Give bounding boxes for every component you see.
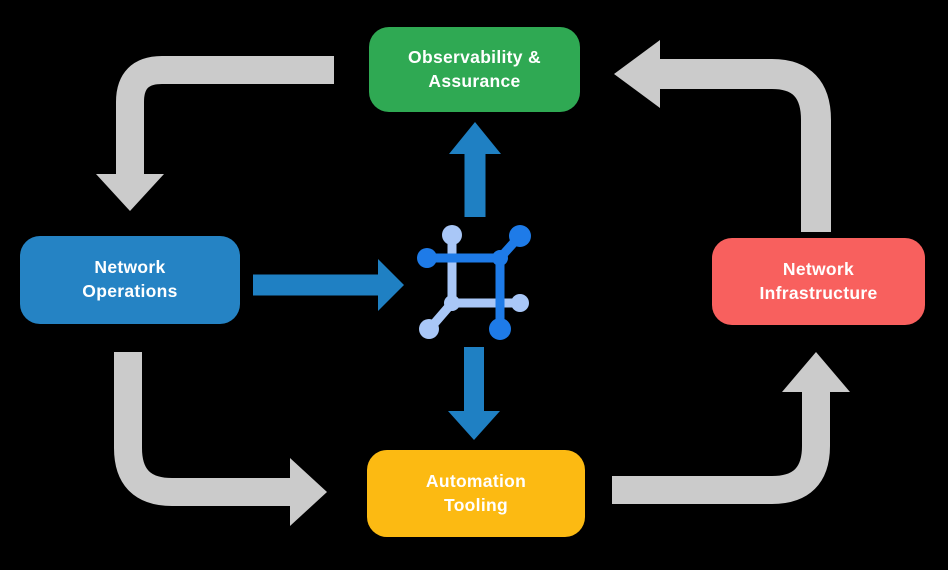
network-mesh-icon	[417, 225, 531, 340]
flow-arrow-center-to-observability	[449, 122, 501, 217]
arrowhead-right-icon	[290, 458, 327, 526]
flow-arrow-center-to-automation	[448, 347, 500, 440]
node-label-line: Tooling	[444, 494, 508, 515]
node-label-line: Observability &	[408, 46, 541, 67]
node-automation-tooling: Automation Tooling	[367, 450, 585, 537]
arrow-operations-to-automation	[114, 352, 327, 526]
icon-joint-dot	[444, 295, 460, 311]
node-label-line: Network	[94, 257, 166, 278]
icon-node-dot	[489, 318, 511, 340]
node-label-line: Network	[782, 258, 855, 279]
icon-node-dot	[419, 319, 439, 339]
arrowhead-up-icon	[449, 122, 501, 154]
arrowhead-up-icon	[782, 352, 850, 392]
arrowhead-down-icon	[96, 174, 164, 211]
arrow-infrastructure-to-observability	[614, 40, 831, 232]
node-observability-assurance: Observability & Assurance	[369, 27, 580, 112]
arrow-shaft	[116, 56, 334, 176]
node-label-line: Assurance	[428, 70, 521, 91]
node-label-line: Operations	[82, 281, 178, 301]
icon-node-dot	[442, 225, 462, 245]
arrowhead-left-icon	[614, 40, 660, 108]
arrowhead-down-icon	[448, 411, 500, 440]
arrow-shaft	[612, 390, 830, 504]
flow-arrow-operations-to-center	[253, 259, 404, 311]
arrow-observability-to-operations	[96, 56, 334, 211]
arrow-automation-to-infrastructure	[612, 352, 850, 504]
node-label-line: Automation	[425, 470, 527, 491]
icon-node-dot	[417, 248, 437, 268]
arrow-shaft	[660, 59, 831, 232]
icon-joint-dot	[492, 250, 508, 266]
arrow-shaft	[114, 352, 290, 506]
arrowhead-right-icon	[378, 259, 404, 311]
node-network-infrastructure: Network Infrastructure	[712, 238, 925, 325]
node-network-operations: Network Operations	[20, 236, 240, 324]
icon-node-dot	[509, 225, 531, 247]
node-label-line: Infrastructure	[759, 282, 878, 303]
icon-node-dot	[511, 294, 529, 312]
